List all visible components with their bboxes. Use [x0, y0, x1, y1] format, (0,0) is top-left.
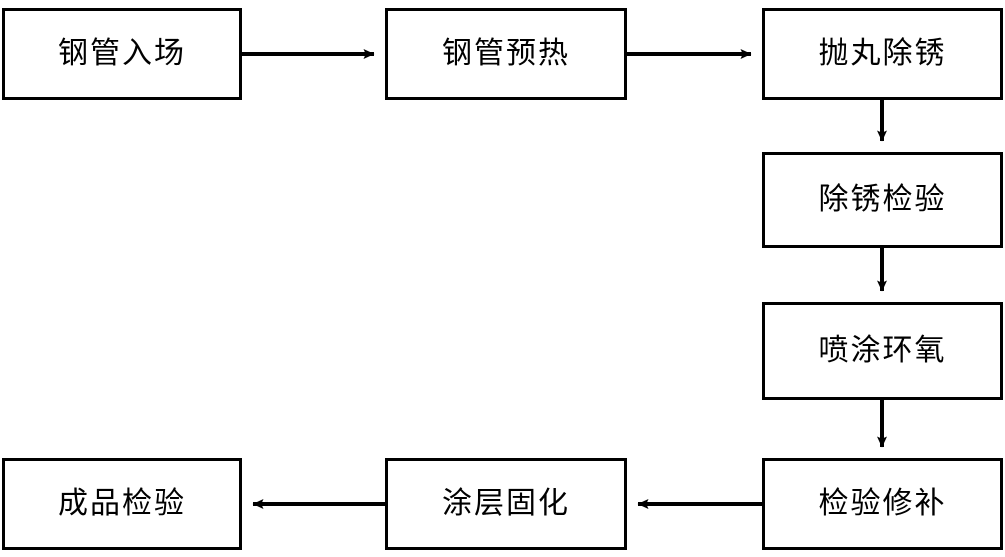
process-node-label: 钢管预热	[442, 36, 570, 71]
process-node-n5[interactable]: 喷涂环氧	[762, 302, 1003, 400]
process-node-n1[interactable]: 钢管入场	[2, 8, 242, 100]
process-node-label: 涂层固化	[442, 486, 570, 521]
process-node-n3[interactable]: 抛丸除锈	[762, 8, 1003, 100]
process-node-label: 成品检验	[58, 486, 186, 521]
process-node-label: 钢管入场	[58, 36, 186, 71]
process-node-n8[interactable]: 成品检验	[2, 458, 242, 550]
process-node-n6[interactable]: 检验修补	[762, 458, 1003, 550]
process-node-label: 喷涂环氧	[818, 333, 947, 368]
process-node-label: 除锈检验	[818, 182, 947, 217]
process-node-label: 检验修补	[818, 486, 947, 521]
process-node-n4[interactable]: 除锈检验	[762, 152, 1003, 248]
process-node-label: 抛丸除锈	[818, 36, 947, 71]
process-node-n7[interactable]: 涂层固化	[385, 458, 627, 550]
process-node-n2[interactable]: 钢管预热	[385, 8, 627, 100]
